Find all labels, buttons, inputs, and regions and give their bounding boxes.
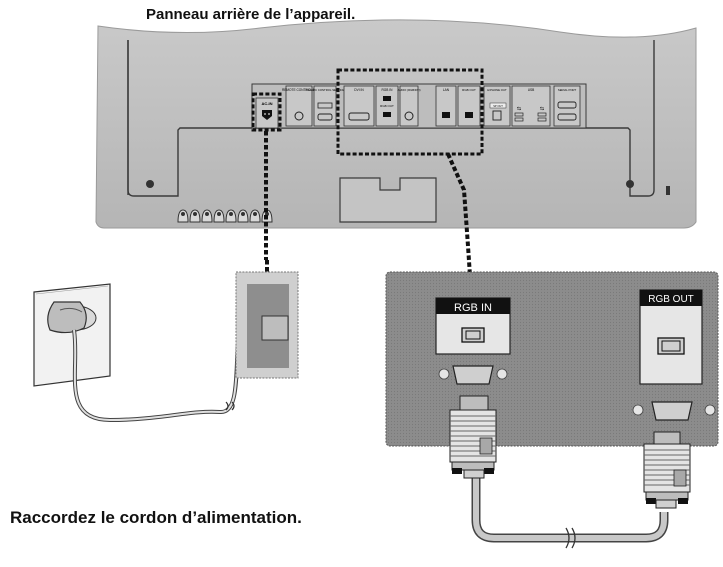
rgb-in-out-port-panel: RGB IN RGB OUT bbox=[375, 85, 399, 127]
rs232c-port: RS-232C CONTROL SERVICE bbox=[306, 85, 345, 127]
power-cord-instruction: Raccordez le cordon d’alimentation. bbox=[10, 508, 302, 527]
vga-connector-right bbox=[643, 431, 691, 509]
audio-in-port: AUDIO (RGB/DVI) bbox=[398, 85, 421, 127]
lock-slot-icon bbox=[666, 186, 670, 195]
rgb-in-zoom-label: RGB IN bbox=[454, 302, 492, 314]
ac-in-label: AC-IN bbox=[261, 101, 272, 106]
rgb-out-zoom-label: RGB OUT bbox=[648, 294, 694, 305]
serial-port: SERIAL PORT bbox=[553, 85, 581, 127]
rgb-zoom-panel: RGB IN RGB OUT bbox=[385, 271, 719, 447]
headphone-sp-out-port: H/PHONE OUT SP OUT bbox=[483, 85, 511, 127]
rgb-ports-highlight bbox=[336, 68, 484, 156]
lan-port: LAN bbox=[435, 85, 457, 127]
cable-clips bbox=[177, 209, 273, 223]
sp-out-label: SP OUT bbox=[493, 104, 503, 108]
rgb-out-zoom-block: RGB OUT bbox=[639, 289, 703, 385]
remote-control-in-label: REMOTE CONTROL IN bbox=[282, 88, 317, 92]
dvi-in-port: DVI IN bbox=[343, 85, 375, 127]
usb-icon-2: ⇆ bbox=[540, 106, 544, 112]
lan-label: LAN bbox=[443, 88, 450, 92]
vga-cable bbox=[471, 476, 669, 549]
headphone-out-label: H/PHONE OUT bbox=[487, 88, 507, 92]
usb-label: USB bbox=[528, 88, 535, 92]
usb-icon: ⇆ bbox=[517, 106, 521, 112]
wall-outlet bbox=[33, 283, 111, 387]
rs232c-label: RS-232C CONTROL SERVICE bbox=[306, 88, 345, 92]
remote-control-in-port: REMOTE CONTROL IN bbox=[282, 85, 317, 127]
audio-in-label: AUDIO (RGB/DVI) bbox=[398, 88, 421, 92]
ac-in-zoom-inset bbox=[235, 271, 299, 379]
vga-connector-left bbox=[449, 395, 497, 479]
dvi-in-label: DVI IN bbox=[354, 88, 364, 92]
rgb-out-panel-label: RGB OUT bbox=[462, 88, 476, 92]
rgb-out-port-panel: RGB OUT bbox=[457, 85, 481, 127]
rear-panel-caption: Panneau arrière de l’appareil. bbox=[146, 6, 356, 23]
serial-port-label: SERIAL PORT bbox=[558, 88, 577, 92]
ac-in-port: AC-IN bbox=[255, 97, 279, 129]
rgb-out-label: RGB OUT bbox=[380, 104, 394, 108]
usb-ports: USB ⇆ ⇆ bbox=[511, 85, 551, 127]
ac-in-highlight bbox=[251, 92, 282, 132]
rgb-in-label: RGB IN bbox=[382, 88, 394, 92]
rgb-in-zoom-block: RGB IN bbox=[435, 297, 511, 355]
monitor-rear-panel: AC-IN REMOTE CONTROL IN RS-232C CONTROL … bbox=[95, 19, 697, 229]
